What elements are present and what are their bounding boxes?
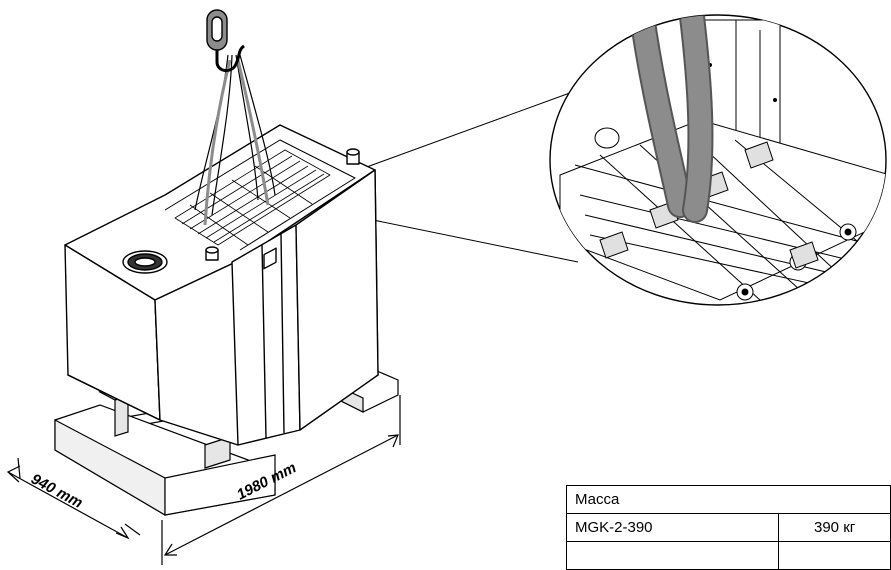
lifting-slings: [194, 54, 276, 226]
dimension-length: [161, 395, 401, 565]
mass-header: Масса: [566, 485, 891, 514]
mass-value-cell: [778, 541, 891, 570]
model-cell: MGK-2-390: [565, 513, 780, 542]
top-manifold: [174, 149, 331, 246]
dimension-width: [6, 457, 141, 540]
table-row: Масса: [566, 485, 891, 514]
boiler-body: [64, 124, 379, 446]
crane-hook-icon: [206, 9, 245, 72]
width-dimension-label: 940 mm: [28, 471, 85, 512]
mass-value-cell: 390 кг: [778, 513, 891, 542]
model-cell: [565, 541, 780, 570]
detail-zoom-view: [549, 14, 887, 306]
lifting-brackets: [599, 141, 819, 269]
table-row: [565, 541, 891, 570]
mass-table: Масса MGK-2-390 390 кг: [565, 485, 891, 570]
table-row: MGK-2-390 390 кг: [565, 513, 891, 542]
